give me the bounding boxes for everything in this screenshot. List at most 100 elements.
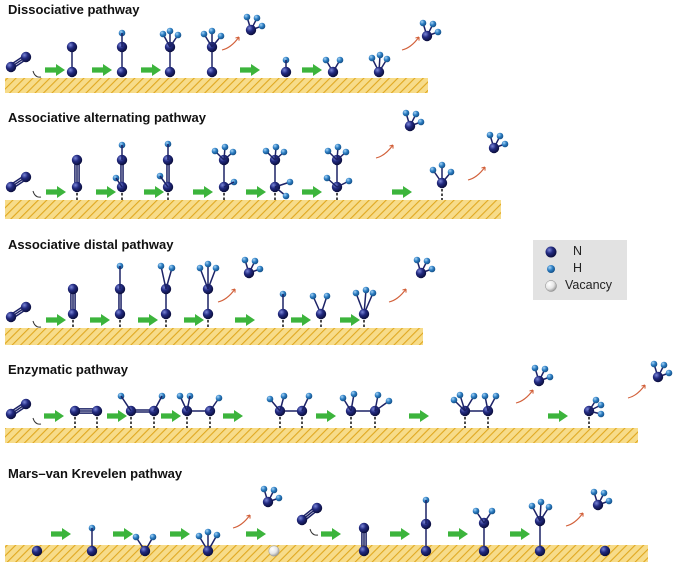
reaction-arrow (46, 186, 66, 198)
desorption-curve (627, 384, 646, 399)
legend-vacancy-label: Vacancy (565, 278, 613, 292)
hydrogen-atom (342, 148, 350, 156)
catalyst-surface (5, 78, 428, 93)
nitrogen-atom (534, 545, 546, 557)
nitrogen-atom (533, 375, 545, 387)
nitrogen-atom (69, 405, 81, 417)
hydrogen-atom (447, 168, 455, 176)
hydrogen-atom (217, 32, 225, 40)
nitrogen-atom (373, 66, 385, 78)
nitrogen-atom (20, 301, 32, 313)
hydrogen-atom (215, 394, 223, 402)
hydrogen-atom (597, 401, 605, 409)
desorption-curve (232, 514, 251, 529)
hydrogen-atom (322, 56, 330, 64)
nitrogen-atom (245, 24, 257, 36)
title-mars-van-krevelen: Mars–van Krevelen pathway (8, 466, 183, 481)
nitrogen-atom (202, 308, 214, 320)
reaction-arrow (45, 64, 65, 76)
hydrogen-atom (488, 507, 496, 515)
hydrogen-atom (376, 51, 384, 59)
hydrogen-atom (208, 27, 216, 35)
nitrogen-atom (5, 408, 17, 420)
desorption-curve-head (402, 288, 407, 293)
legend: N H Vacancy (533, 240, 627, 300)
hydrogen-atom (204, 528, 212, 536)
hydrogen-atom (243, 13, 251, 21)
desorption-curve (515, 389, 534, 404)
nitrogen-atom (20, 171, 32, 183)
reaction-arrow (302, 64, 322, 76)
bond (160, 265, 167, 290)
nitrogen-atom (91, 405, 103, 417)
nitrogen-atom (652, 371, 664, 383)
vacancy-site (268, 545, 280, 557)
hydrogen-atom (256, 265, 264, 273)
reaction-arrow (113, 528, 133, 540)
nitrogen-atom (71, 181, 83, 193)
nitrogen-atom (66, 41, 78, 53)
nitrogen-atom (67, 308, 79, 320)
desorption-curve (388, 288, 407, 303)
hydrogen-atom (537, 498, 545, 506)
hydrogen-atom (665, 369, 673, 377)
approach-arrow (32, 70, 42, 78)
desorption-curve (221, 36, 240, 51)
hydrogen-atom (434, 28, 442, 36)
nitrogen-atom (599, 545, 611, 557)
nitrogen-atom (164, 66, 176, 78)
hydrogen-atom (229, 148, 237, 156)
hydrogen-atom (272, 143, 280, 151)
nitrogen-atom (358, 545, 370, 557)
desorption-curve (375, 144, 394, 159)
desorption-curve-head (415, 36, 420, 41)
nitrogen-atom (421, 30, 433, 42)
hydrogen-atom (605, 497, 613, 505)
nitrogen-atom (436, 177, 448, 189)
desorption-curve (467, 166, 486, 181)
reaction-arrow (107, 410, 127, 422)
nitrogen-atom (277, 308, 289, 320)
hydrogen-atom (592, 396, 600, 404)
nitrogen-atom (206, 66, 218, 78)
nitrogen-atom (415, 267, 427, 279)
catalyst-surface (5, 200, 501, 219)
desorption-curve-head (579, 512, 584, 517)
reaction-arrow (46, 314, 66, 326)
desorption-curve (401, 36, 420, 51)
nitrogen-atom (327, 66, 339, 78)
hydrogen-atom (374, 391, 382, 399)
desorption-curve-head (481, 166, 486, 171)
hydrogen-atom (428, 265, 436, 273)
hydrogen-atom (531, 364, 539, 372)
nitrogen-atom (5, 61, 17, 73)
nitrogen-atom (280, 66, 292, 78)
desorption-curve-head (389, 144, 394, 149)
nitrogen-atom (160, 308, 172, 320)
hydrogen-atom (221, 143, 229, 151)
reaction-arrow (246, 528, 266, 540)
bond (153, 395, 163, 412)
nitrogen-atom (311, 502, 323, 514)
approach-arrow (32, 417, 42, 425)
nitrogen-atom (139, 545, 151, 557)
nitrogen-atom (296, 514, 308, 526)
nitrogen-atom (20, 51, 32, 63)
hydrogen-atom (368, 54, 376, 62)
nitrogen-atom (315, 308, 327, 320)
hydrogen-atom (429, 166, 437, 174)
reaction-arrow (390, 528, 410, 540)
hydrogen-atom (402, 109, 410, 117)
desorption-curve-head (529, 389, 534, 394)
hydrogen-atom (157, 262, 165, 270)
hydrogen-atom (470, 392, 478, 400)
nitrogen-atom (114, 308, 126, 320)
hydrogen-atom (323, 292, 331, 300)
hydrogen-atom (597, 410, 605, 418)
reaction-arrow (316, 410, 336, 422)
bond (186, 395, 191, 412)
hydrogen-atom (211, 147, 219, 155)
catalyst-surface (5, 328, 423, 345)
hydrogen-atom (159, 30, 167, 38)
reaction-arrow (144, 186, 164, 198)
